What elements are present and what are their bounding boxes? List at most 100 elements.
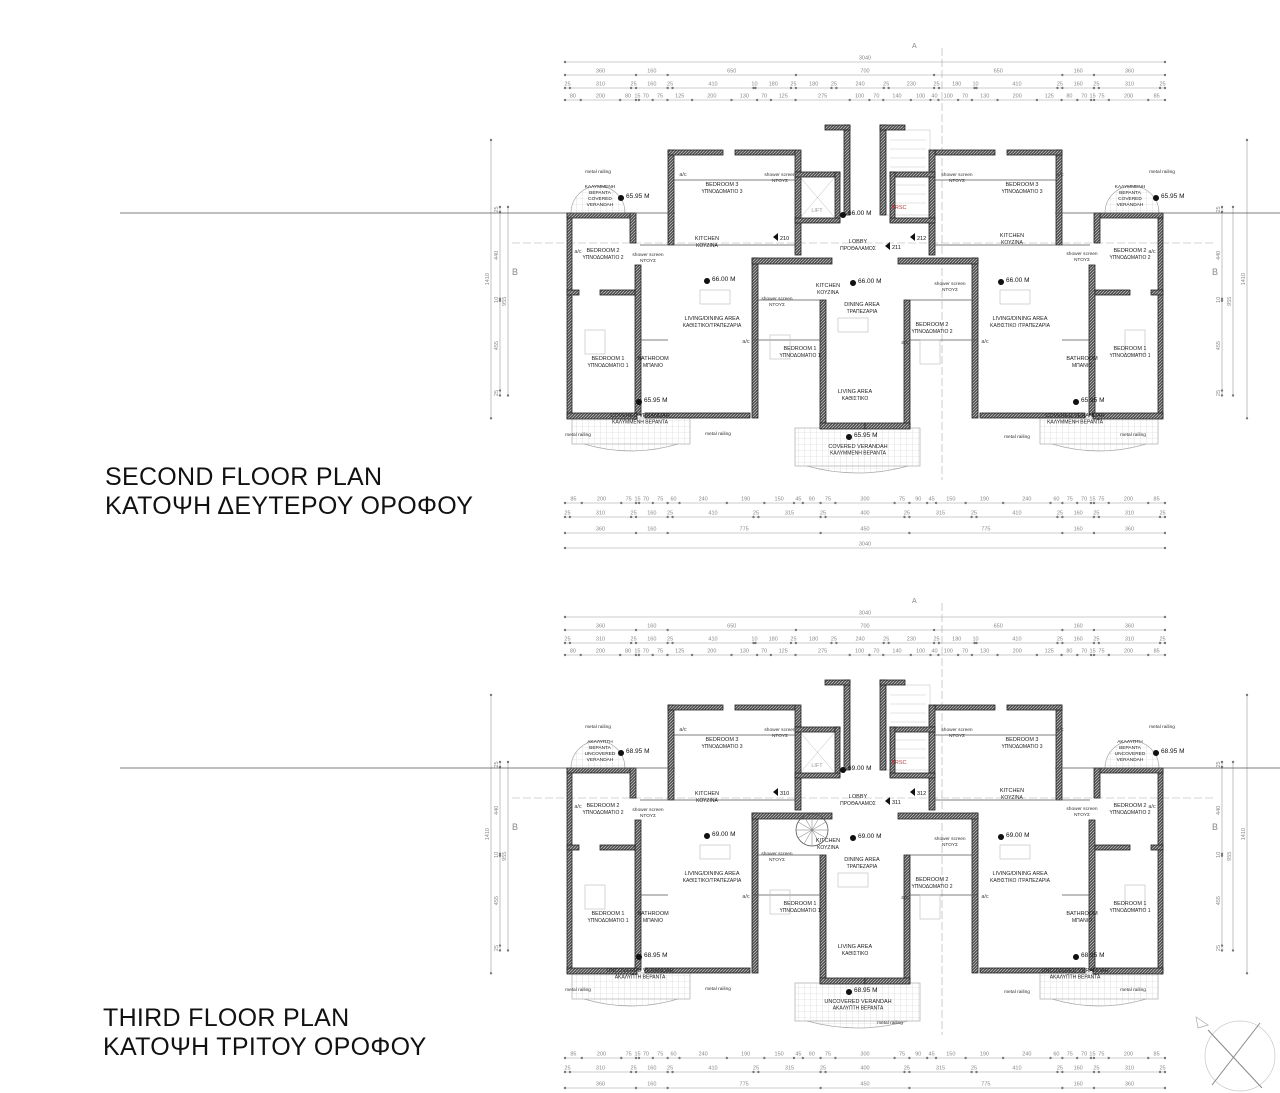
dimension-value: 75 [1098, 649, 1104, 655]
dimension-tick [824, 1070, 827, 1074]
dimension-value: 410 [1012, 637, 1021, 643]
dimension-value: 360 [1125, 527, 1134, 533]
dimension-value: 80 [570, 94, 576, 100]
dimension-value: 160 [1074, 1066, 1083, 1072]
wall [889, 217, 936, 224]
third-floor-title-gr: ΚΑΤΟΨΗ ΤΡΙΤΟΥ ΟΡΟΦΟΥ [103, 1033, 427, 1061]
dimension-tick [563, 1056, 567, 1060]
shower-label-gr: ΝΤΟΥΣ [1074, 257, 1090, 263]
dimension-tick [932, 641, 936, 645]
dimension-value: 955 [502, 297, 508, 306]
dimension-value: 70 [1081, 497, 1087, 503]
level-marker-icon [618, 195, 625, 201]
dimension-value: 230 [907, 637, 916, 643]
dimension-tick [973, 86, 976, 90]
metal-railing-label: metal railing [705, 986, 731, 992]
dimension-value: 15 [634, 1052, 640, 1058]
level-marker-icon [1073, 954, 1080, 960]
shower-screen-label: shower screen [761, 296, 793, 302]
dimension-tick [1107, 501, 1110, 505]
level-label: 69.00 M [712, 831, 736, 838]
room-label-gr: ΥΠΝΟΔΩΜΑΤΙΟ 1 [1109, 908, 1150, 914]
dimension-tick [1035, 653, 1039, 657]
dimension-value: 15 [1090, 649, 1096, 655]
dimension-tick [754, 86, 757, 90]
wall [566, 844, 580, 851]
shower-screen-label: shower screen [934, 836, 966, 842]
dimension-tick [651, 98, 654, 102]
verandah-label-en: COVERED VERANDAH [1045, 413, 1104, 419]
dimension-value: 70 [1081, 1052, 1087, 1058]
dimension-value: 25 [971, 511, 977, 517]
dimension-value: 150 [775, 1052, 784, 1058]
spiral-stair-step [798, 821, 813, 831]
dimension-tick [1163, 628, 1167, 632]
dimension-tick [563, 531, 567, 535]
dimension-tick [835, 641, 838, 645]
dimension-tick [620, 501, 623, 505]
dimension-tick [634, 641, 638, 645]
dimension-value: 25 [667, 637, 673, 643]
dimension-value: 60 [670, 1052, 676, 1058]
dimension-tick [792, 1056, 796, 1060]
wall [819, 854, 827, 984]
dimension-value: 70 [873, 94, 879, 100]
dimension-value: 45 [795, 497, 801, 503]
ac-unit-label: a/c [1148, 804, 1156, 810]
dimension-tick [1061, 1056, 1064, 1060]
dimension-tick [563, 1086, 567, 1090]
wall [843, 124, 851, 216]
dimension-value: 160 [647, 1082, 656, 1088]
room-label-en: BATHROOM [1066, 356, 1098, 362]
dimension-tick [1061, 531, 1064, 535]
dimension-value: 140 [892, 649, 901, 655]
dimension-tick [563, 98, 567, 102]
dimension-tick [754, 641, 757, 645]
dimension-value: 25 [1216, 390, 1222, 396]
wall [1150, 289, 1164, 296]
level-label: 65.95 M [1161, 193, 1185, 200]
dimension-value: 160 [647, 637, 656, 643]
wall [879, 679, 887, 771]
room-label-en: KITCHEN [816, 283, 840, 289]
dimension-tick [1092, 86, 1096, 90]
dimension-tick [1163, 653, 1167, 657]
room-label-gr: ΚΟΥΖΙΝΑ [817, 845, 839, 851]
dimension-value: 60 [1053, 497, 1059, 503]
wall [1055, 704, 1063, 801]
room-label-en: KITCHEN [695, 791, 719, 797]
dimension-tick [830, 86, 833, 90]
dimension-value: 200 [1013, 649, 1022, 655]
dimension-tick [618, 98, 622, 102]
bay-verandah-label: ΒΕΡΑΝΤΑ [1119, 190, 1141, 196]
level-marker-icon [1153, 195, 1160, 201]
dimension-tick [956, 98, 960, 102]
dimension-tick [634, 628, 638, 632]
room-label-en: BEDROOM 1 [591, 911, 624, 917]
dimension-tick [666, 641, 669, 645]
dimension-value: 410 [1012, 82, 1021, 88]
bay-verandah [1104, 740, 1160, 769]
shower-screen-label: shower screen [632, 252, 664, 258]
wall [889, 726, 896, 778]
dimension-tick [629, 1070, 633, 1074]
dimension-value: 125 [1045, 94, 1054, 100]
dimension-tick [1049, 1056, 1052, 1060]
dimension-tick [1163, 73, 1167, 77]
dimension-tick [929, 653, 932, 657]
dimension-value: 25 [494, 206, 500, 212]
level-marker-icon [846, 989, 853, 995]
dimension-value: 75 [899, 497, 905, 503]
dimension-value: 85 [1154, 497, 1160, 503]
dimension-tick [666, 73, 669, 77]
dimension-value: 700 [860, 624, 869, 630]
dimension-value: 200 [596, 94, 605, 100]
dining-table [837, 872, 869, 888]
dimension-value: 25 [753, 1066, 759, 1072]
dimension-tick [725, 501, 729, 505]
dimension-tick [975, 515, 978, 519]
metal-railing-label: metal railing [585, 724, 611, 730]
dimension-tick [882, 86, 885, 90]
